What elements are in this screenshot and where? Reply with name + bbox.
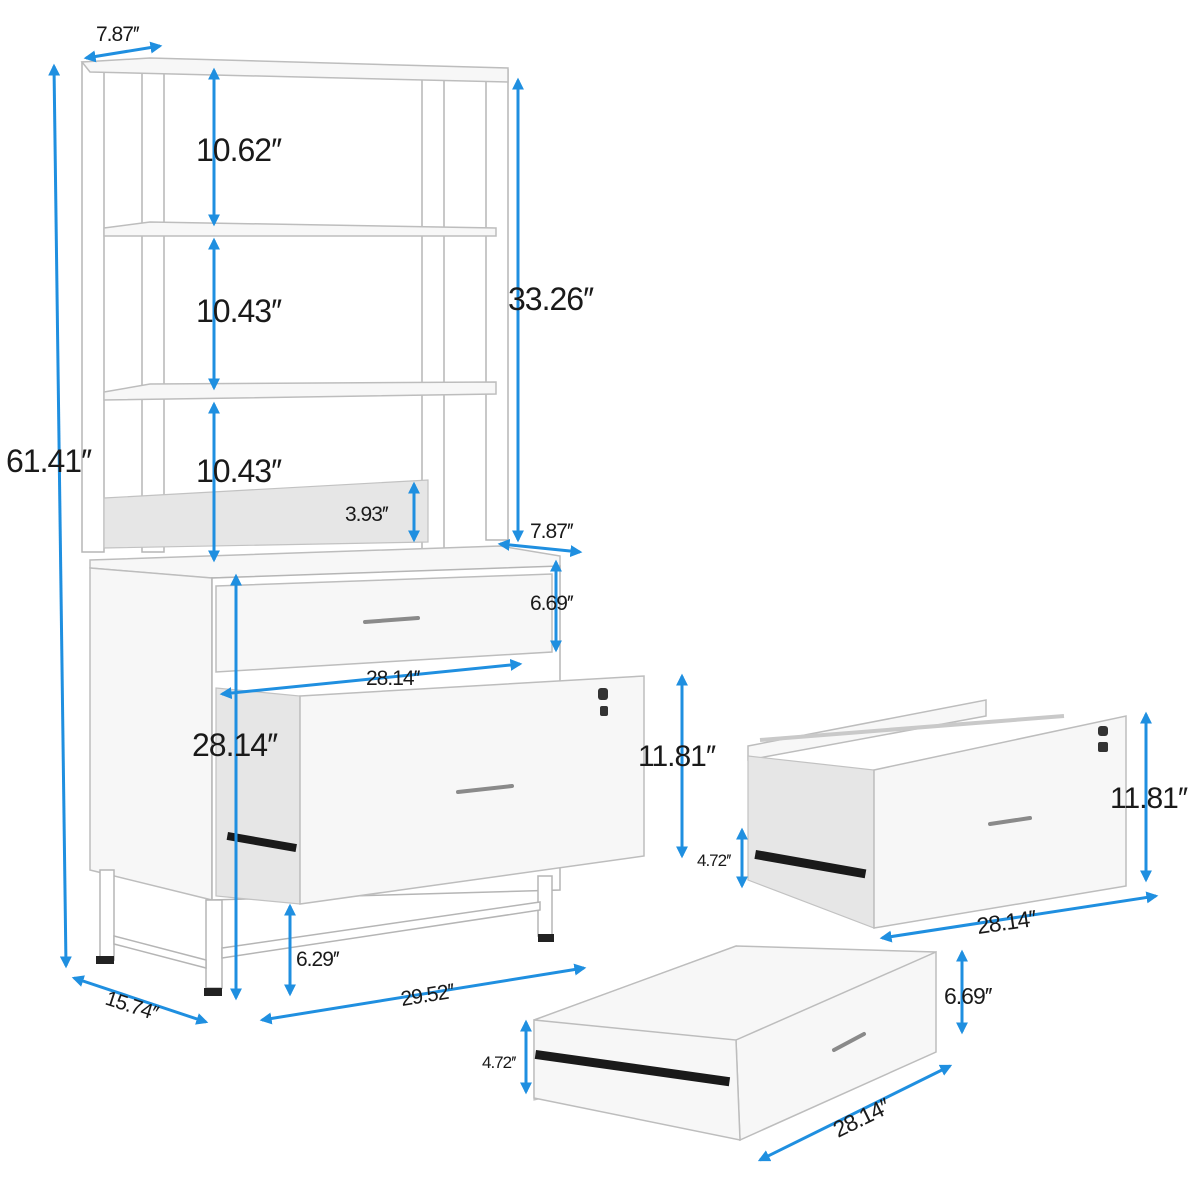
small-drawer-detail-illustration — [533, 945, 937, 1142]
dim-line-small-width — [757, 1064, 953, 1162]
label-shelf-1-height: 10.62′′ — [196, 132, 282, 168]
right-back-post — [485, 69, 509, 541]
detail-drawer-side — [747, 755, 875, 929]
lock-icon — [598, 688, 608, 700]
hanging-rail — [759, 714, 1065, 742]
label-cabinet-height: 28.14′′ — [192, 727, 278, 763]
dim-line-total-width — [259, 963, 587, 1025]
bookcase-cabinet-illustration — [80, 57, 645, 996]
file-drawer-handle — [456, 784, 514, 794]
label-total-depth: 15.74′′ — [102, 987, 161, 1026]
left-back-post — [141, 61, 165, 553]
file-drawer-detail-illustration — [747, 699, 1127, 929]
dim-line-top-depth — [83, 41, 163, 63]
label-backboard-height: 3.93′′ — [345, 503, 389, 526]
top-drawer-handle — [363, 616, 420, 624]
dim-line-inner-width — [219, 658, 523, 700]
dim-line-file-detail-width — [879, 891, 1159, 943]
front-leg — [205, 899, 223, 989]
dimension-labels: 7.87′′ 10.62′′ 10.43′′ 10.43′′ 33.26′′ 6… — [6, 23, 1189, 1143]
label-leg-clearance: 6.29′′ — [296, 948, 340, 971]
detail-drawer-handle — [988, 816, 1032, 826]
foot-pad — [538, 934, 554, 942]
label-top-depth: 7.87′′ — [96, 23, 140, 46]
small-drawer-side — [533, 1019, 741, 1141]
label-total-height: 61.41′′ — [6, 443, 92, 479]
side-stretcher — [113, 935, 207, 969]
label-small-drawer-width: 28.14′′ — [829, 1093, 894, 1143]
lock-icon — [1098, 726, 1108, 736]
right-front-post — [421, 69, 445, 551]
dimension-lines — [48, 41, 1159, 1162]
backboard — [103, 479, 429, 549]
label-total-width: 29.52′′ — [399, 980, 456, 1011]
label-small-inner-height: 4.72′′ — [482, 1053, 516, 1072]
label-shelf-2-height: 10.43′′ — [196, 293, 282, 329]
label-small-drawer-height: 6.69′′ — [944, 983, 992, 1009]
shelf-2 — [103, 221, 497, 237]
front-stretcher — [221, 901, 541, 959]
label-top-drawer-height: 6.69′′ — [530, 592, 574, 615]
lock-icon — [600, 706, 608, 716]
drawer-slide-rail — [534, 1049, 731, 1087]
file-drawer-inner — [215, 687, 301, 905]
foot-pad — [96, 956, 114, 964]
dim-line-mid-depth — [497, 538, 583, 558]
label-shelf-3-height: 10.43′′ — [196, 453, 282, 489]
label-inner-width: 28.14′′ — [366, 667, 420, 690]
label-file-detail-height: 11.81′′ — [1110, 782, 1188, 815]
dim-line-total-depth — [71, 975, 209, 1025]
drawer-slide-rail — [226, 832, 297, 853]
label-file-drawer-height: 11.81′′ — [638, 740, 716, 773]
label-file-inner-height: 4.72′′ — [697, 851, 731, 870]
label-hutch-height: 33.26′′ — [508, 281, 594, 317]
dim-line-total-height — [48, 63, 72, 969]
foot-pad — [204, 988, 222, 996]
shelf-3 — [103, 381, 497, 401]
left-leg — [99, 869, 115, 961]
small-drawer-handle — [832, 1032, 866, 1052]
lock-icon — [1098, 742, 1108, 752]
drawer-slide-rail — [754, 850, 867, 879]
label-mid-depth: 7.87′′ — [530, 520, 574, 543]
